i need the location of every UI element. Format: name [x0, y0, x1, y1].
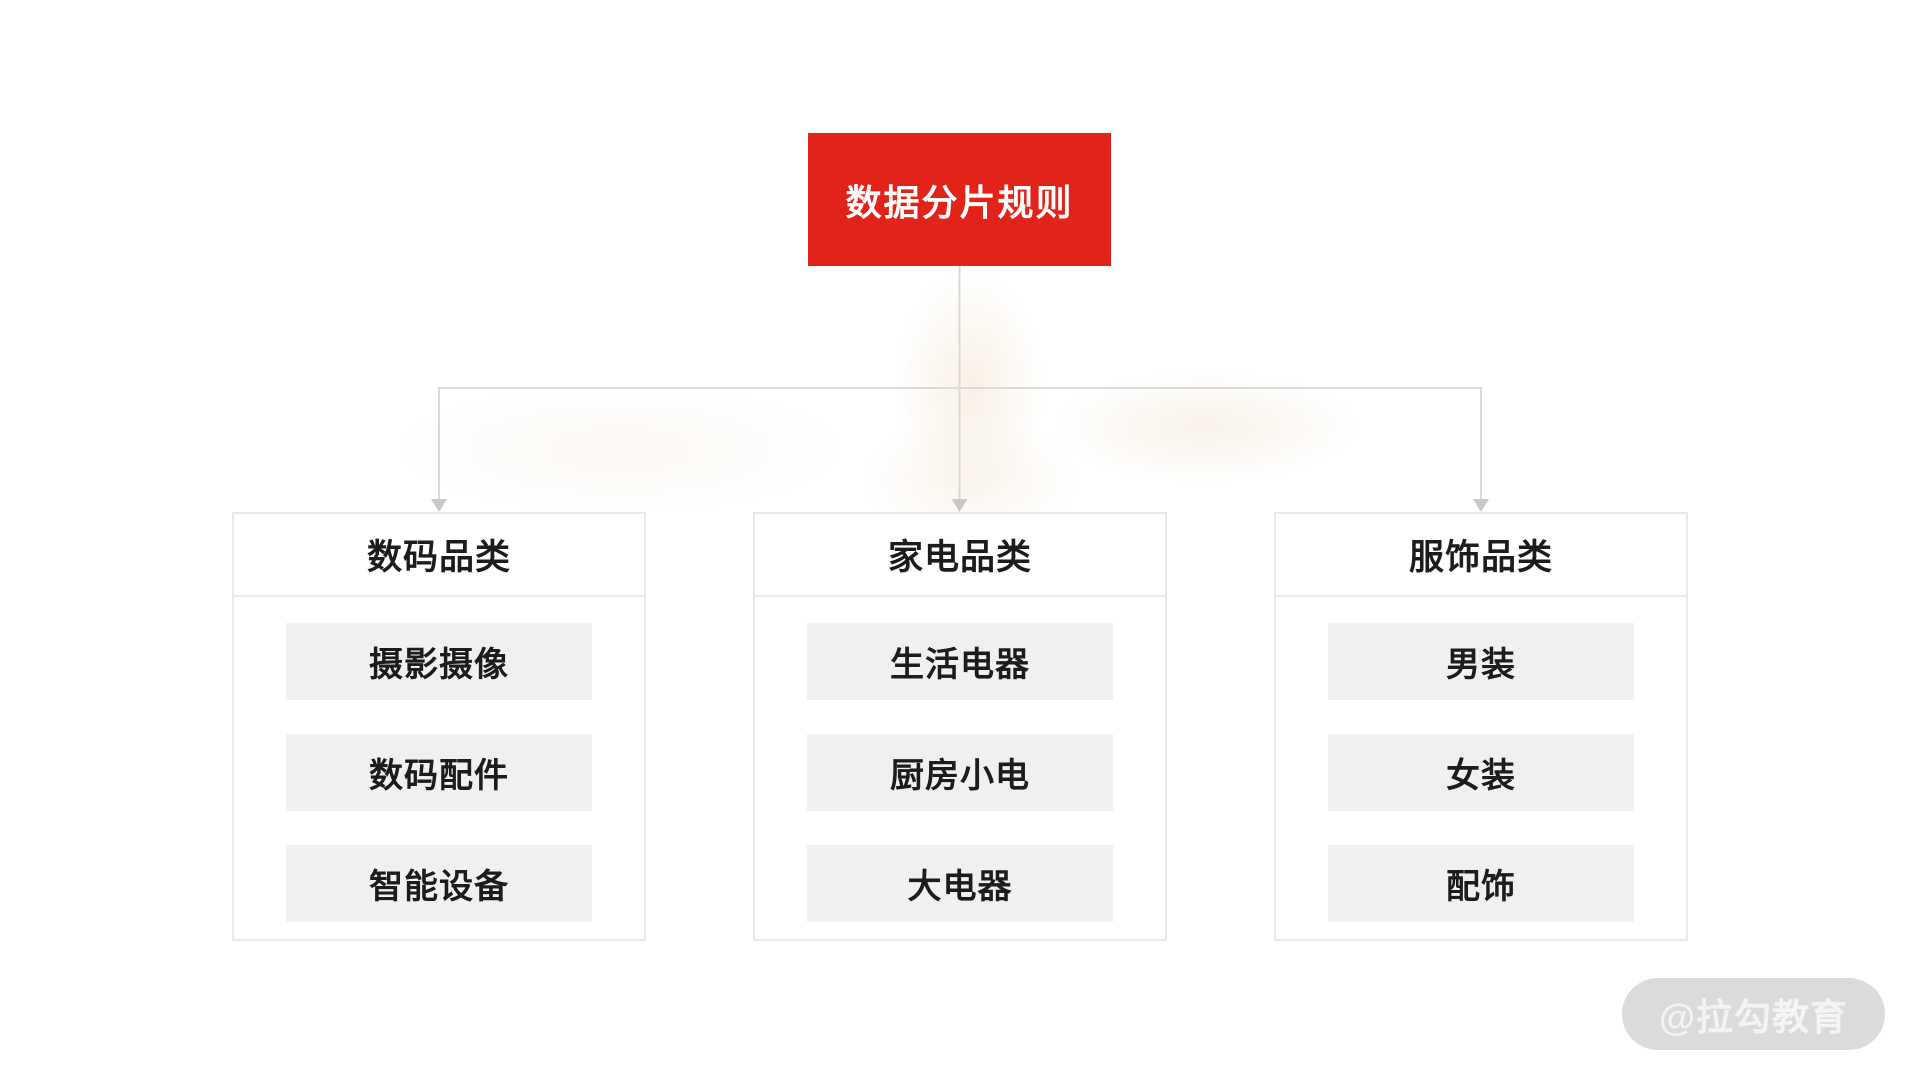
- watermark-badge: @拉勾教育: [1622, 978, 1885, 1050]
- category-item: 男装: [1328, 623, 1634, 700]
- watermark-ghost-blob: [390, 385, 850, 515]
- category-items-digital: 摄影摄像 数码配件 智能设备: [234, 597, 644, 922]
- category-item: 生活电器: [807, 623, 1113, 700]
- category-title-apparel: 服饰品类: [1276, 514, 1686, 597]
- category-item: 大电器: [807, 845, 1113, 922]
- arrowhead-center-icon: [951, 499, 968, 512]
- root-node: 数据分片规则: [808, 133, 1111, 266]
- category-box-apparel: 服饰品类 男装 女装 配饰: [1274, 512, 1688, 941]
- root-node-label: 数据分片规则: [845, 181, 1074, 223]
- watermark-ghost-blob: [895, 268, 1045, 508]
- category-items-appliance: 生活电器 厨房小电 大电器: [755, 597, 1165, 922]
- category-item: 女装: [1328, 734, 1634, 811]
- category-item: 数码配件: [286, 734, 592, 811]
- watermark-ghost-blob: [1055, 372, 1355, 482]
- category-items-apparel: 男装 女装 配饰: [1276, 597, 1686, 922]
- category-item: 配饰: [1328, 845, 1634, 922]
- arrowhead-right-icon: [1473, 499, 1489, 512]
- watermark-label: @拉勾教育: [1658, 997, 1849, 1038]
- arrowhead-left-icon: [431, 499, 447, 512]
- category-title-digital: 数码品类: [234, 514, 644, 597]
- category-item: 厨房小电: [807, 734, 1113, 811]
- category-box-appliance: 家电品类 生活电器 厨房小电 大电器: [753, 512, 1167, 941]
- category-item: 智能设备: [286, 845, 592, 922]
- category-title-appliance: 家电品类: [755, 514, 1165, 597]
- category-item: 摄影摄像: [286, 623, 592, 700]
- category-box-digital: 数码品类 摄影摄像 数码配件 智能设备: [232, 512, 646, 941]
